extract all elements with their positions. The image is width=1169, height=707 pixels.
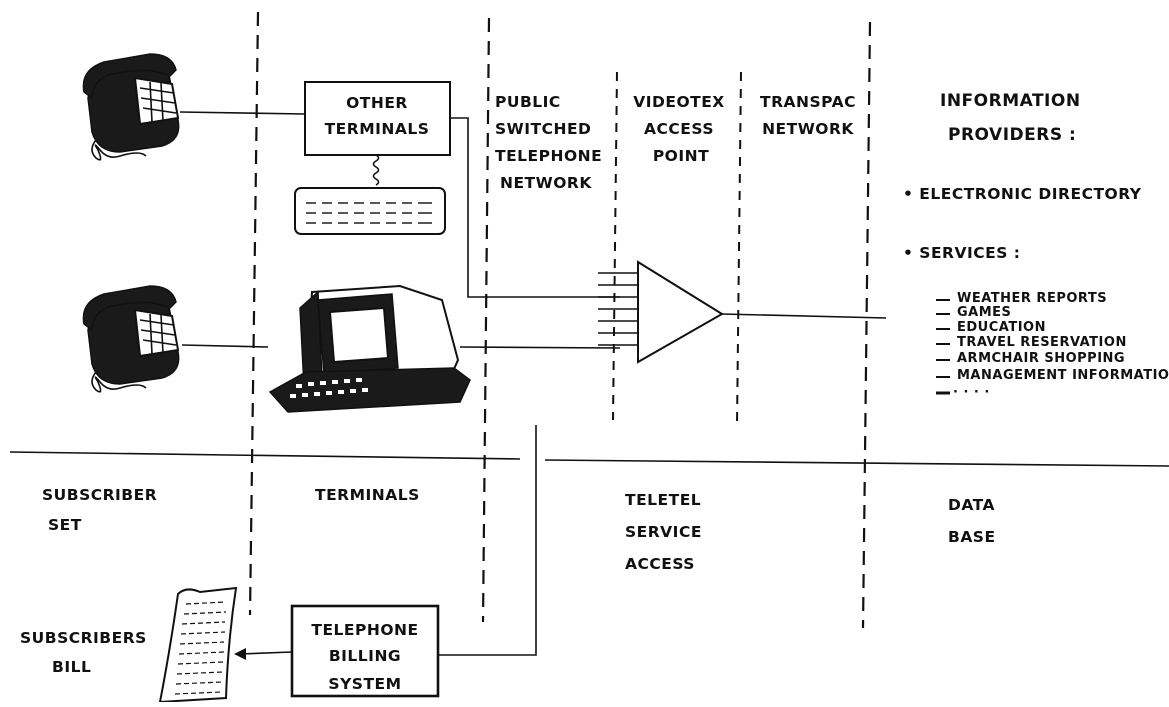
pstn-label-4: NETWORK	[500, 174, 592, 192]
service-item: TRAVEL RESERVATION	[957, 335, 1127, 350]
videotex-label-1: VIDEOTEX	[633, 93, 725, 111]
service-item: · · · ·	[953, 385, 990, 400]
service-item: WEATHER REPORTS	[957, 291, 1107, 306]
pstn-label-1: PUBLIC	[495, 93, 561, 111]
service-item: ARMCHAIR SHOPPING	[957, 351, 1125, 366]
connector-billing-bill	[240, 652, 292, 654]
bullet-electronic-directory: • ELECTRONIC DIRECTORY	[903, 185, 1142, 203]
teletel-label-3: ACCESS	[625, 555, 695, 573]
minitel-terminal-icon	[270, 286, 470, 412]
separator-pstn-videotex	[613, 72, 617, 420]
pstn-label-3: TELEPHONE	[495, 147, 602, 165]
connector-other-terminals-pstn	[450, 118, 620, 297]
keyboard-icon	[295, 155, 445, 234]
arrow-to-bill	[234, 648, 246, 660]
terminals-section-label: TERMINALS	[315, 486, 420, 504]
other-terminals-label-1: OTHER	[346, 94, 408, 112]
teletel-label-1: TELETEL	[625, 491, 701, 509]
section-divider-right	[545, 460, 1169, 466]
separator-subscriber-terminals	[250, 12, 258, 615]
bullet-services: • SERVICES :	[903, 244, 1020, 262]
transpac-label-1: TRANSPAC	[760, 93, 856, 111]
database-label-2: BASE	[948, 528, 996, 546]
subscriber-set-label-1: SUBSCRIBER	[42, 486, 157, 504]
transpac-column-heading: TRANSPAC NETWORK	[760, 93, 856, 138]
separator-transpac-providers	[863, 22, 870, 628]
billing-label-3: SYSTEM	[328, 675, 401, 693]
providers-heading-2: PROVIDERS :	[948, 125, 1076, 145]
connector-phone2-terminal	[182, 345, 268, 347]
telephone-icon	[83, 54, 178, 160]
subscribers-bill-label-1: SUBSCRIBERS	[20, 629, 147, 647]
connector-minitel-pstn	[460, 347, 620, 348]
billing-label-1: TELEPHONE	[311, 621, 418, 639]
subscriber-bill-paper-icon	[160, 588, 236, 702]
videotex-label-3: POINT	[653, 147, 709, 165]
services-list: WEATHER REPORTS GAMES EDUCATION TRAVEL R…	[936, 291, 1169, 400]
other-terminals-label-2: TERMINALS	[325, 120, 430, 138]
separator-videotex-transpac	[737, 72, 741, 425]
section-labels: SUBSCRIBER SET TERMINALS TELETEL SERVICE…	[42, 486, 996, 573]
service-item: EDUCATION	[957, 320, 1046, 335]
teletel-label-2: SERVICE	[625, 523, 702, 541]
section-divider	[10, 452, 520, 459]
information-providers: INFORMATION PROVIDERS : • ELECTRONIC DIR…	[903, 91, 1169, 400]
billing-label-2: BILLING	[329, 647, 401, 665]
videotex-column-heading: VIDEOTEX ACCESS POINT	[633, 93, 725, 165]
service-item: MANAGEMENT INFORMATION	[957, 368, 1169, 383]
pstn-column-heading: PUBLIC SWITCHED TELEPHONE NETWORK	[495, 93, 602, 192]
connector-network-billing	[438, 425, 536, 655]
database-label-1: DATA	[948, 496, 995, 514]
service-item: GAMES	[957, 305, 1011, 320]
transpac-label-2: NETWORK	[762, 120, 854, 138]
subscriber-set-label-2: SET	[48, 516, 82, 534]
separator-terminals-pstn	[483, 18, 489, 622]
telephone-billing-system-block: TELEPHONE BILLING SYSTEM	[292, 606, 438, 696]
videotex-label-2: ACCESS	[644, 120, 714, 138]
telephone-icon	[83, 286, 178, 392]
subscribers-bill-label-2: BILL	[52, 658, 91, 676]
pstn-label-2: SWITCHED	[495, 120, 591, 138]
videotex-access-point-symbol	[598, 262, 886, 362]
connector-phone1-terminal	[180, 112, 305, 114]
other-terminals-block: OTHER TERMINALS	[305, 82, 450, 155]
providers-heading-1: INFORMATION	[940, 91, 1081, 111]
